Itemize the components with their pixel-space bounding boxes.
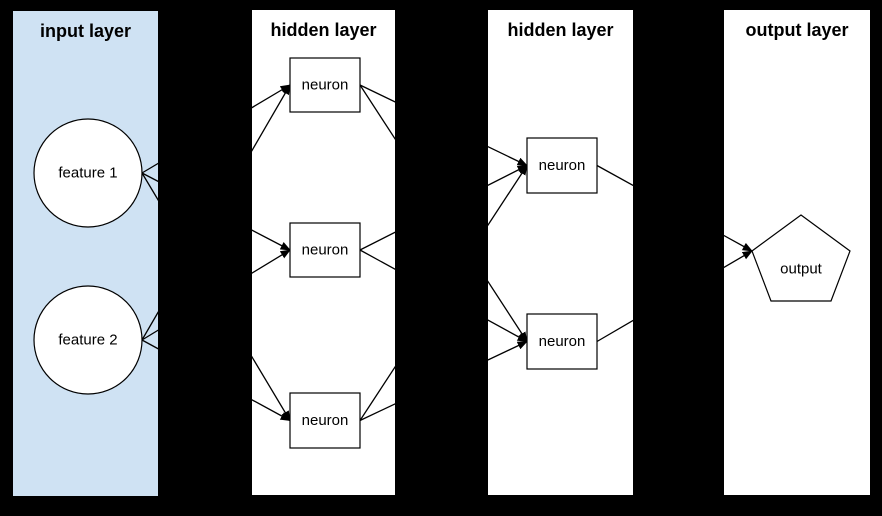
rect-shape <box>526 137 598 194</box>
panel-title-hidden2: hidden layer <box>507 20 613 40</box>
node-neuron4: neuron <box>526 137 598 194</box>
circle-shape <box>33 285 143 395</box>
node-label: neuron <box>539 157 586 174</box>
rect-shape <box>526 313 598 370</box>
panel-title-output: output layer <box>745 20 848 40</box>
node-label: output <box>780 261 823 278</box>
node-feature1: feature 1 <box>33 118 143 228</box>
rect-shape <box>289 57 361 113</box>
node-neuron2: neuron <box>289 222 361 278</box>
node-label: feature 2 <box>58 332 117 349</box>
pentagon-shape <box>751 214 851 302</box>
rect-shape <box>289 222 361 278</box>
node-output1: output <box>751 214 851 302</box>
node-label: neuron <box>302 242 349 259</box>
node-label: neuron <box>302 412 349 429</box>
node-label: neuron <box>302 77 349 94</box>
panel-title-hidden1: hidden layer <box>270 20 376 40</box>
panel-hidden2 <box>488 10 633 495</box>
circle-shape <box>33 118 143 228</box>
node-neuron1: neuron <box>289 57 361 113</box>
panel-input <box>13 11 158 496</box>
panel-title-input: input layer <box>40 21 131 41</box>
rect-shape <box>289 392 361 449</box>
node-label: neuron <box>539 333 586 350</box>
node-label: feature 1 <box>58 165 117 182</box>
node-neuron3: neuron <box>289 392 361 449</box>
node-feature2: feature 2 <box>33 285 143 395</box>
node-neuron5: neuron <box>526 313 598 370</box>
